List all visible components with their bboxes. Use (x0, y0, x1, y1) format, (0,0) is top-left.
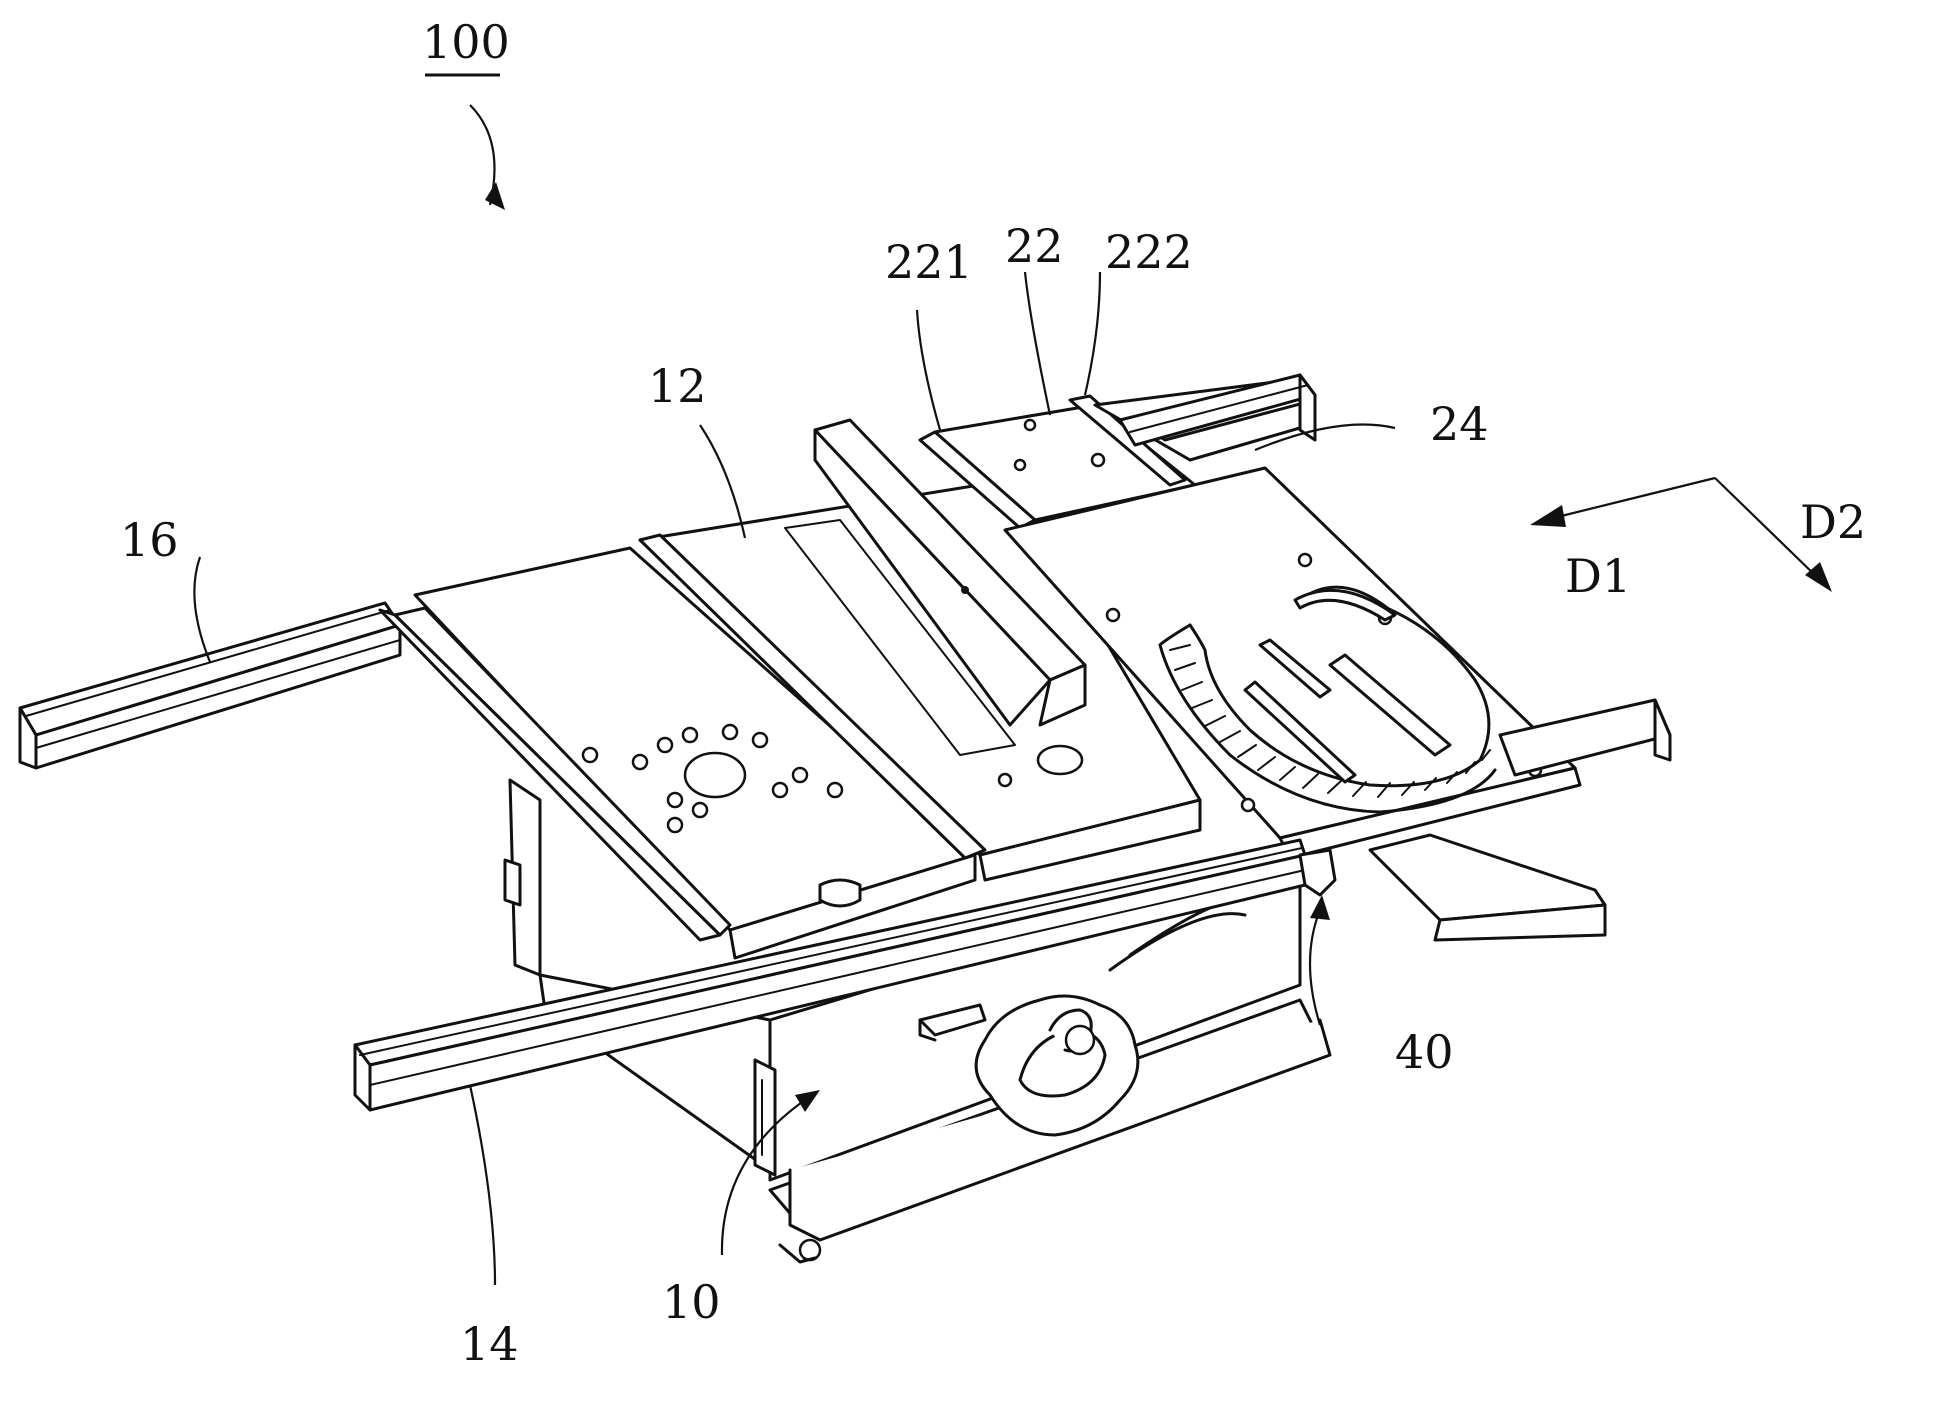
label-d2: D2 (1800, 495, 1866, 549)
label-12: 12 (648, 359, 707, 413)
label-d1: D1 (1565, 549, 1631, 603)
label-100: 100 (422, 15, 510, 69)
rear-rail (20, 603, 400, 768)
label-22: 22 (1005, 219, 1064, 273)
label-14: 14 (460, 1317, 519, 1371)
label-24: 24 (1430, 397, 1489, 451)
label-222: 222 (1105, 225, 1193, 279)
label-221: 221 (885, 235, 973, 289)
label-10: 10 (662, 1275, 721, 1329)
label-16: 16 (120, 513, 179, 567)
label-40: 40 (1395, 1025, 1454, 1079)
